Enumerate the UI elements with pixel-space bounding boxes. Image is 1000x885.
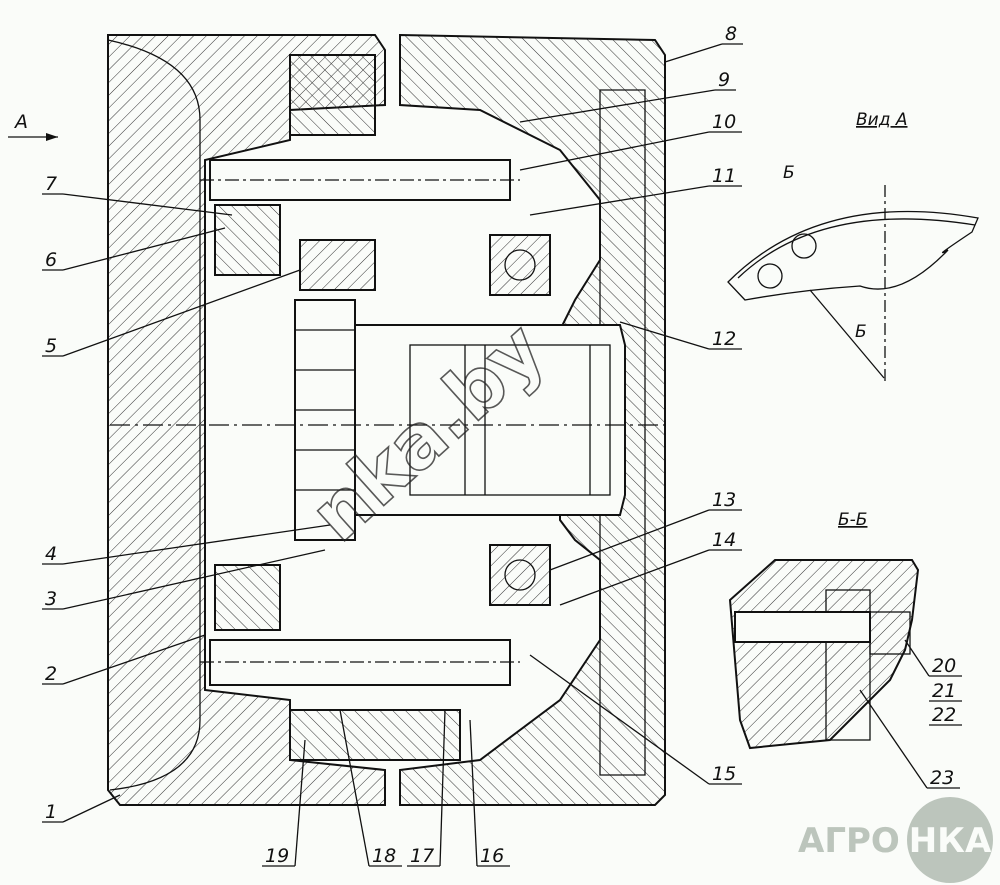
leader-line bbox=[62, 269, 301, 357]
callout-5: 5 bbox=[45, 335, 57, 357]
svg-text:А: А bbox=[13, 111, 28, 133]
callout-21: 21 bbox=[932, 680, 956, 702]
callout-11: 11 bbox=[712, 165, 736, 187]
svg-text:Б: Б bbox=[855, 322, 867, 342]
leader-line bbox=[294, 739, 306, 867]
leader-line bbox=[62, 227, 226, 271]
leader-line bbox=[62, 549, 326, 610]
upper-shaft bbox=[200, 54, 520, 291]
callout-6: 6 bbox=[45, 249, 57, 271]
svg-text:АГРО: АГРО bbox=[798, 821, 900, 861]
bearings bbox=[214, 204, 551, 631]
ring-gear bbox=[294, 299, 356, 541]
callout-8: 8 bbox=[725, 23, 737, 45]
leader-line bbox=[339, 709, 370, 867]
callout-19: 19 bbox=[265, 845, 289, 867]
leader-line bbox=[62, 193, 233, 216]
callout-17: 17 bbox=[410, 845, 434, 867]
leader-line bbox=[519, 131, 710, 171]
callout-3: 3 bbox=[45, 588, 57, 610]
callout-2: 2 bbox=[45, 663, 57, 685]
callout-23: 23 bbox=[930, 767, 954, 789]
housing-left bbox=[107, 34, 386, 806]
svg-text:НКА: НКА bbox=[909, 821, 992, 861]
leader-line bbox=[519, 89, 716, 123]
callout-1: 1 bbox=[45, 801, 57, 823]
section-b-b: Б-Б bbox=[728, 510, 920, 750]
leader-line bbox=[62, 794, 121, 823]
callout-12: 12 bbox=[712, 328, 736, 350]
leader-line bbox=[529, 185, 710, 216]
callout-16: 16 bbox=[480, 845, 504, 867]
callout-10: 10 bbox=[712, 111, 736, 133]
leader-line bbox=[439, 709, 446, 867]
leader-line bbox=[62, 524, 331, 565]
view-arrow-a: А bbox=[8, 111, 58, 141]
callout-15: 15 bbox=[712, 763, 736, 785]
hub bbox=[354, 324, 626, 516]
lower-shaft bbox=[200, 639, 520, 761]
leader-line bbox=[859, 689, 928, 789]
view-a: Вид А Б Б bbox=[727, 110, 979, 385]
agronka-logo: АГРО НКА bbox=[798, 795, 995, 885]
callout-20: 20 bbox=[932, 655, 956, 677]
callout-7: 7 bbox=[45, 173, 57, 195]
callout-14: 14 bbox=[712, 529, 736, 551]
leader-line bbox=[664, 43, 723, 63]
callout-22: 22 bbox=[932, 704, 956, 726]
leader-line bbox=[619, 321, 710, 350]
leader-line bbox=[559, 549, 710, 606]
leader-line bbox=[549, 509, 710, 571]
callout-4: 4 bbox=[45, 543, 57, 565]
svg-text:Б: Б bbox=[783, 163, 795, 183]
callout-18: 18 bbox=[372, 845, 396, 867]
leader-line bbox=[62, 634, 206, 685]
leader-line bbox=[904, 639, 930, 677]
svg-text:Б-Б: Б-Б bbox=[838, 510, 867, 530]
callout-13: 13 bbox=[712, 489, 736, 511]
leader-line bbox=[469, 719, 478, 867]
svg-text:Вид А: Вид А bbox=[856, 110, 908, 130]
leader-line bbox=[529, 654, 710, 785]
callout-9: 9 bbox=[718, 69, 730, 91]
